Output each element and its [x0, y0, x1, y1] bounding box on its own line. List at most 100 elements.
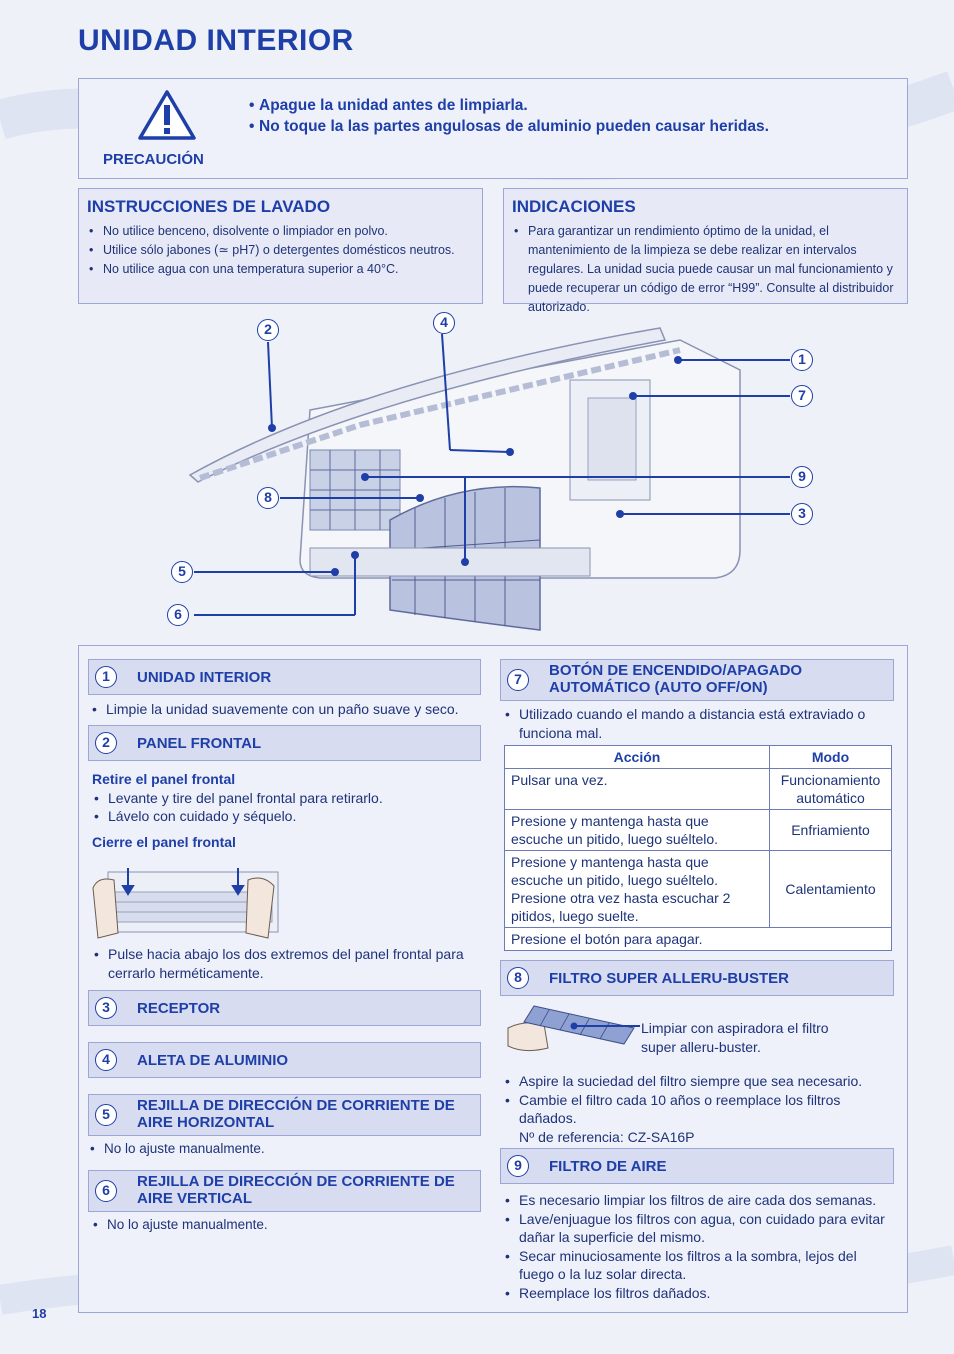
- indoor-unit-illustration: [188, 327, 790, 631]
- section-title: ALETA DE ALUMINIO: [137, 1052, 289, 1069]
- bullet-item: Es necesario limpiar los filtros de aire…: [503, 1191, 895, 1210]
- callout-2: 2: [257, 319, 279, 341]
- section-7-body: Utilizado cuando el mando a distancia es…: [503, 705, 895, 742]
- page-number: 18: [32, 1306, 47, 1321]
- table-cell: Pulsar una vez.: [504, 768, 770, 810]
- section-header-5: 5 REJILLA DE DIRECCIÓN DE CORRIENTE DE A…: [88, 1094, 481, 1136]
- washing-item: Utilice sólo jabones (≃ pH7) o detergent…: [87, 241, 478, 260]
- washing-item: No utilice agua con una temperatura supe…: [87, 260, 478, 279]
- section-number: 8: [507, 967, 529, 989]
- indications-heading: INDICACIONES: [512, 197, 636, 216]
- section-number: 3: [95, 997, 117, 1019]
- section-header-9: 9 FILTRO DE AIRE: [500, 1148, 894, 1184]
- table-header: Acción: [504, 745, 770, 769]
- bullet-item: Aspire la suciedad del filtro siempre qu…: [503, 1072, 895, 1091]
- table-header-row: Acción Modo: [504, 745, 892, 769]
- section-header-2: 2 PANEL FRONTAL: [88, 725, 481, 761]
- section-number: 1: [95, 666, 117, 688]
- indoor-unit-diagram: 2 4 1 7 9 3 8 5 6: [160, 310, 840, 640]
- table-header: Modo: [769, 745, 892, 769]
- callout-9: 9: [791, 466, 813, 488]
- table-row: Presione y mantenga hasta que escuche un…: [504, 850, 892, 928]
- table-cell: Calentamiento: [769, 850, 892, 928]
- table-row: Presione el botón para apagar.: [504, 927, 892, 951]
- table-cell: Presione y mantenga hasta que escuche un…: [504, 850, 770, 928]
- callout-8: 8: [257, 487, 279, 509]
- section-title-line: REJILLA DE DIRECCIÓN DE CORRIENTE DE: [137, 1173, 455, 1190]
- bullet-item: Secar minuciosamente los filtros a la so…: [503, 1247, 895, 1284]
- callout-7: 7: [791, 385, 813, 407]
- bullet-item: No lo ajuste manualmente.: [88, 1140, 478, 1159]
- table-row: Pulsar una vez. Funcionamiento automátic…: [504, 768, 892, 810]
- section-header-3: 3 RECEPTOR: [88, 990, 481, 1026]
- section-title-line: AUTOMÁTICO (AUTO OFF/ON): [549, 679, 768, 696]
- callout-5: 5: [171, 561, 193, 583]
- bullet-item: Utilizado cuando el mando a distancia es…: [503, 705, 895, 742]
- callout-4: 4: [433, 312, 455, 334]
- section-6-body: No lo ajuste manualmente.: [91, 1216, 481, 1235]
- section-1-body: Limpie la unidad suavemente con un paño …: [90, 700, 485, 719]
- callout-3: 3: [791, 503, 813, 525]
- caution-item: No toque la las partes angulosas de alum…: [249, 116, 889, 137]
- section-8-body: Aspire la suciedad del filtro siempre qu…: [503, 1072, 895, 1146]
- table-row: Presione y mantenga hasta que escuche un…: [504, 809, 892, 851]
- page-title: UNIDAD INTERIOR: [78, 24, 354, 57]
- caution-list: Apague la unidad antes de limpiarla. No …: [249, 95, 889, 137]
- section-title-line: AIRE HORIZONTAL: [137, 1114, 275, 1131]
- section-title-line: AIRE VERTICAL: [137, 1190, 253, 1207]
- caution-box: PRECAUCIÓN Apague la unidad antes de lim…: [78, 78, 908, 179]
- section-title: FILTRO DE AIRE: [549, 1158, 667, 1175]
- subheading: Cierre el panel frontal: [92, 833, 236, 850]
- callout-1: 1: [791, 349, 813, 371]
- section-title: REJILLA DE DIRECCIÓN DE CORRIENTE DE AIR…: [137, 1097, 455, 1131]
- vacuum-filter-illustration: [507, 1005, 640, 1052]
- section-header-8: 8 FILTRO SUPER ALLERU-BUSTER: [500, 960, 894, 996]
- vacuum-caption: Limpiar con aspiradora el filtro super a…: [641, 1020, 829, 1055]
- indications-box: INDICACIONES Para garantizar un rendimie…: [503, 188, 908, 314]
- bullet-item: Cambie el filtro cada 10 años o reemplac…: [503, 1091, 895, 1128]
- section-title: FILTRO SUPER ALLERU-BUSTER: [549, 970, 789, 987]
- table-cell: Presione y mantenga hasta que escuche un…: [504, 809, 770, 851]
- section-number: 5: [95, 1104, 117, 1126]
- table-cell: Enfriamiento: [769, 809, 892, 851]
- reference-number: Nº de referencia: CZ-SA16P: [519, 1128, 695, 1145]
- caution-label: PRECAUCIÓN: [103, 151, 204, 168]
- section-number: 7: [507, 669, 529, 691]
- bullet-item: Pulse hacia abajo los dos extremos del p…: [92, 945, 477, 982]
- section-2-body: Retire el panel frontal Levante y tire d…: [92, 770, 477, 851]
- section-title: BOTÓN DE ENCENDIDO/APAGADO AUTOMÁTICO (A…: [549, 662, 802, 696]
- auto-button-table: Acción Modo Pulsar una vez. Funcionamien…: [504, 745, 892, 951]
- section-title: PANEL FRONTAL: [137, 735, 262, 752]
- bullet-item: Limpie la unidad suavemente con un paño …: [90, 700, 485, 719]
- section-header-6: 6 REJILLA DE DIRECCIÓN DE CORRIENTE DE A…: [88, 1170, 481, 1212]
- bullet-item: Levante y tire del panel frontal para re…: [92, 789, 477, 808]
- section-title: RECEPTOR: [137, 1000, 221, 1017]
- indications-item: Para garantizar un rendimiento óptimo de…: [512, 222, 903, 317]
- section-2-close-body: Pulse hacia abajo los dos extremos del p…: [92, 945, 477, 982]
- table-cell: Funcionamiento automático: [769, 768, 892, 810]
- bullet-item: Lave/enjuague los filtros con agua, con …: [503, 1210, 895, 1247]
- bullet-item: Lávelo con cuidado y séquelo.: [92, 807, 477, 826]
- section-number: 9: [507, 1155, 529, 1177]
- section-number: 4: [95, 1049, 117, 1071]
- table-cell: Presione el botón para apagar.: [504, 927, 892, 951]
- washing-instructions-box: INSTRUCCIONES DE LAVADO No utilice bence…: [78, 188, 483, 304]
- section-title-line: BOTÓN DE ENCENDIDO/APAGADO: [549, 662, 803, 679]
- warning-icon: [138, 90, 196, 140]
- close-panel-illustration: [92, 868, 279, 939]
- bullet-item: Reemplace los filtros dañados.: [503, 1284, 895, 1303]
- caution-item: Apague la unidad antes de limpiarla.: [249, 95, 889, 116]
- indications-list: Para garantizar un rendimiento óptimo de…: [512, 222, 903, 317]
- washing-heading: INSTRUCCIONES DE LAVADO: [87, 197, 331, 216]
- section-number: 2: [95, 732, 117, 754]
- section-title: UNIDAD INTERIOR: [137, 669, 272, 686]
- section-header-4: 4 ALETA DE ALUMINIO: [88, 1042, 481, 1078]
- washing-item: No utilice benceno, disolvente o limpiad…: [87, 222, 478, 241]
- section-9-body: Es necesario limpiar los filtros de aire…: [503, 1191, 895, 1302]
- callout-6: 6: [167, 604, 189, 626]
- section-5-body: No lo ajuste manualmente.: [88, 1140, 478, 1159]
- washing-list: No utilice benceno, disolvente o limpiad…: [87, 222, 478, 279]
- section-title-line: REJILLA DE DIRECCIÓN DE CORRIENTE DE: [137, 1097, 455, 1114]
- section-header-7: 7 BOTÓN DE ENCENDIDO/APAGADO AUTOMÁTICO …: [500, 659, 894, 701]
- section-title: REJILLA DE DIRECCIÓN DE CORRIENTE DE AIR…: [137, 1173, 455, 1207]
